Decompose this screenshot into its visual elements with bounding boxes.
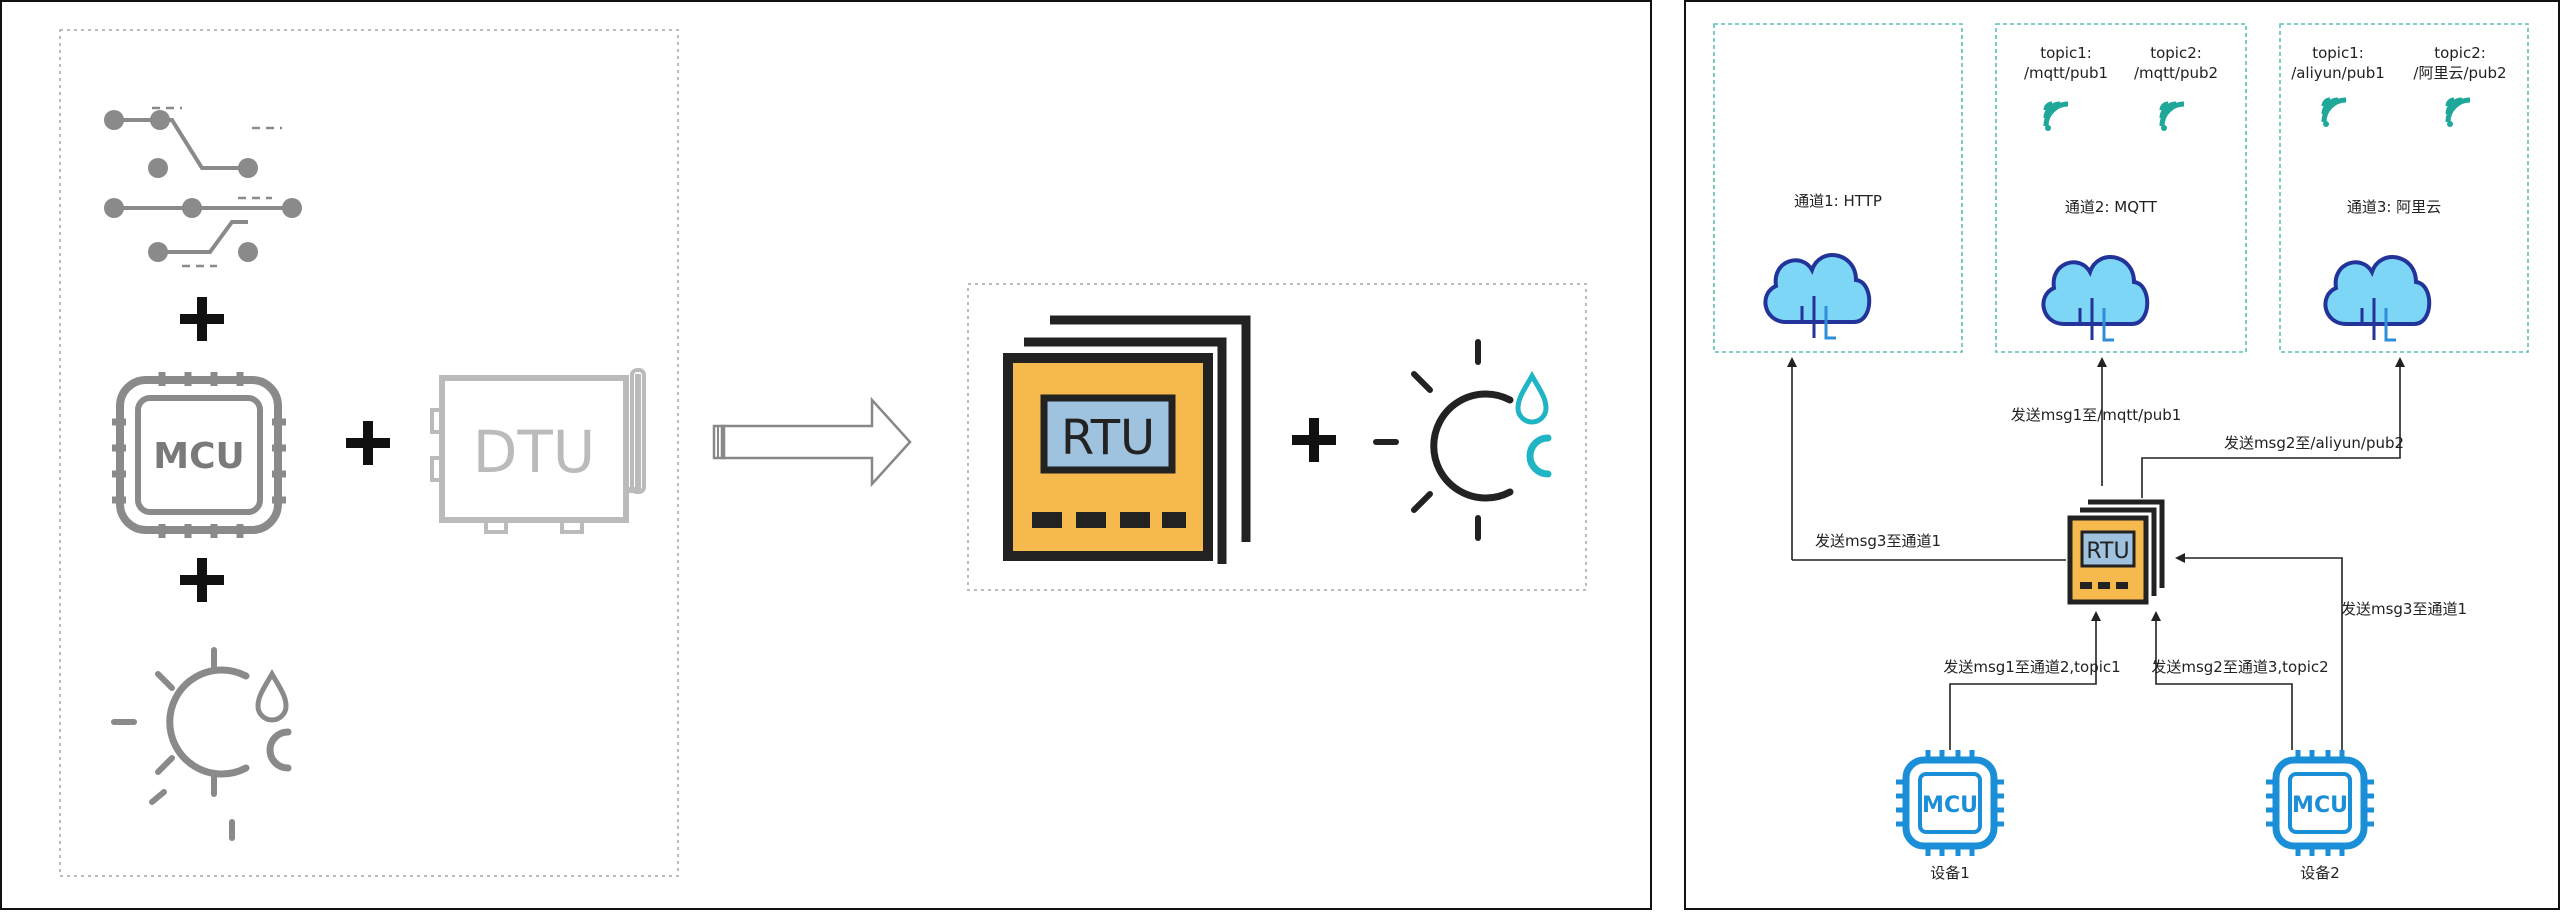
channel-label: 通道2: MQTT — [2065, 198, 2158, 216]
cloud-icon — [2323, 255, 2432, 342]
right-diagram: topic1: /mqtt/pub1 topic2: /mqtt/pub2 to… — [1713, 23, 2529, 882]
arrow-dev2-to-rtu — [2151, 611, 2293, 750]
result-group-box — [967, 283, 1587, 591]
rtu-device-icon: RTU — [1003, 315, 1251, 564]
edge-label: 发送msg3至通道1 — [1815, 532, 1941, 550]
dtu-label: DTU — [473, 418, 596, 486]
sun-humidity-icon — [1373, 339, 1552, 541]
edge-label: 发送msg1至/mqtt/pub1 — [2011, 406, 2182, 424]
left-diagram: MCU DTU — [59, 29, 1587, 877]
device-name: 设备1 — [1930, 864, 1970, 882]
wifi-signal-icon — [2322, 98, 2350, 127]
cloud-icon — [1763, 253, 1872, 340]
wifi-signal-icon — [2160, 102, 2188, 131]
topic-label: topic1: — [2312, 44, 2364, 62]
plus-icon — [180, 297, 224, 341]
left-panel: MCU DTU — [0, 0, 1652, 910]
edge-label: 发送msg2至/aliyun/pub2 — [2224, 434, 2404, 452]
arrow-dev2-to-rtu-b — [2175, 553, 2343, 750]
edge-label: 发送msg1至通道2,topic1 — [1943, 658, 2120, 676]
topic-path: /mqtt/pub2 — [2134, 64, 2218, 82]
device-chip-label: MCU — [2292, 793, 2348, 818]
rtu-label: RTU — [1061, 410, 1155, 466]
channel-label: 通道3: 阿里云 — [2347, 198, 2441, 216]
device-name: 设备2 — [2300, 864, 2340, 882]
device-2: MCU 设备2 — [2266, 750, 2374, 882]
rtu-device-icon: RTU — [2067, 499, 2165, 605]
wifi-signal-icon — [2446, 98, 2474, 127]
topic-path: /mqtt/pub1 — [2024, 64, 2108, 82]
edge-label: 发送msg2至通道3,topic2 — [2151, 658, 2328, 676]
arrow-dev1-to-rtu — [1949, 611, 2101, 750]
device-chip-label: MCU — [1922, 793, 1978, 818]
arrow-to-aliyun — [2141, 357, 2405, 498]
wifi-signal-icon — [2044, 102, 2072, 131]
plus-icon — [180, 558, 224, 602]
channel-box-mqtt — [1995, 23, 2247, 353]
topic-label: topic2: — [2434, 44, 2486, 62]
topic-label: topic2: — [2150, 44, 2202, 62]
sun-humidity-icon — [111, 647, 292, 841]
device-1: MCU 设备1 — [1896, 750, 2004, 882]
channel-label: 通道1: HTTP — [1794, 192, 1882, 210]
mcu-label: MCU — [153, 436, 244, 477]
circuit-icon — [104, 106, 302, 268]
topic-label: topic1: — [2040, 44, 2092, 62]
topic-path: /aliyun/pub1 — [2291, 64, 2385, 82]
plus-icon — [346, 421, 390, 465]
channel-box-http — [1713, 23, 1963, 353]
rtu-label: RTU — [2086, 539, 2129, 564]
right-panel: topic1: /mqtt/pub1 topic2: /mqtt/pub2 to… — [1684, 0, 2560, 910]
topic-path: /阿里云/pub2 — [2413, 64, 2506, 82]
components-group-box — [59, 29, 679, 877]
plus-icon — [1292, 418, 1336, 462]
arrow-right-icon — [712, 396, 912, 488]
dtu-device-icon: DTU — [430, 368, 646, 534]
mcu-chip-icon: MCU — [112, 372, 286, 538]
cloud-icon — [2041, 255, 2150, 342]
edge-label: 发送msg3至通道1 — [2341, 600, 2467, 618]
channel-box-aliyun — [2279, 23, 2529, 353]
